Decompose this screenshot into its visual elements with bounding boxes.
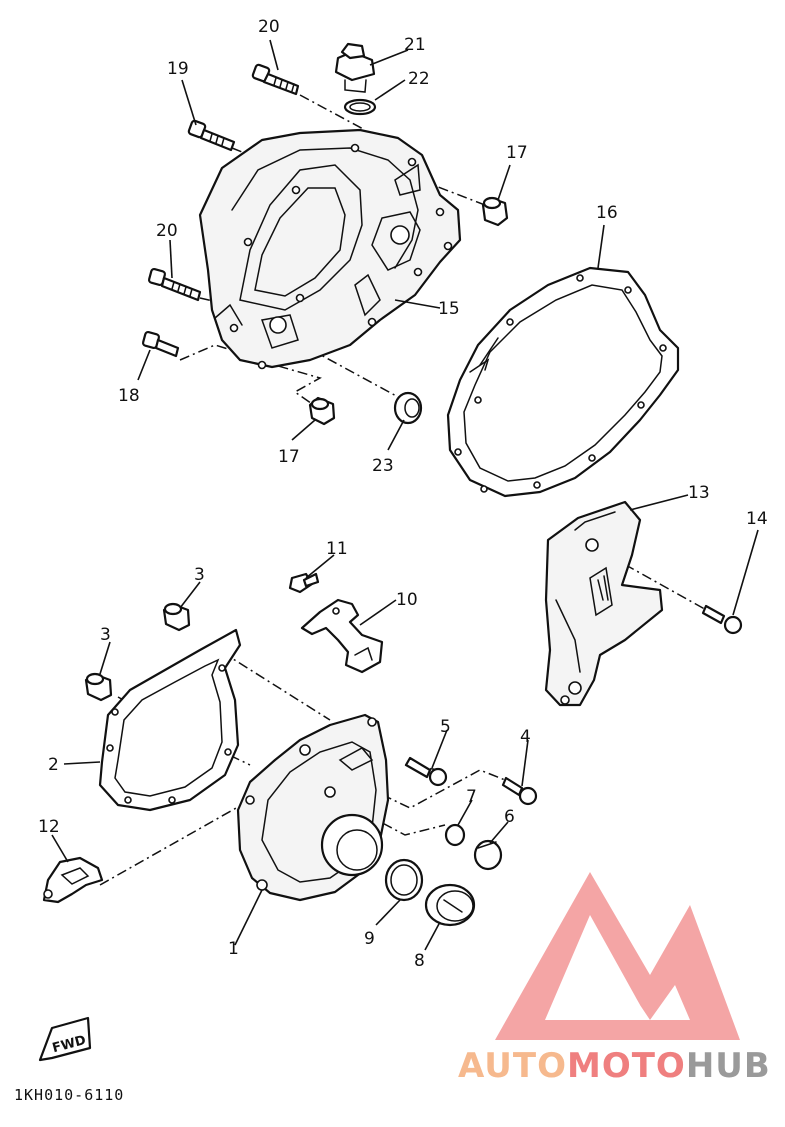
crankcase-cover-15 [198, 128, 462, 370]
callout-10: 10 [396, 590, 418, 610]
sprocket-cover-13 [544, 500, 664, 707]
plug-8 [424, 883, 476, 927]
oil-seal-23 [393, 391, 423, 425]
callout-21: 21 [404, 35, 426, 55]
callout-3-upper: 3 [194, 565, 205, 585]
gasket-2 [98, 628, 242, 812]
callout-17-top: 17 [506, 143, 528, 163]
callout-12: 12 [38, 817, 60, 837]
callout-18: 18 [118, 386, 140, 406]
callout-8: 8 [414, 951, 425, 971]
bracket-10 [300, 598, 384, 674]
watermark-text-moto: MOTO [567, 1046, 686, 1086]
callout-3-lower: 3 [100, 625, 111, 645]
svg-text:AUTOMOTOHUB: AUTOMOTOHUB [458, 1046, 771, 1086]
callout-16: 16 [596, 203, 618, 223]
callout-19: 19 [167, 59, 189, 79]
callout-11: 11 [326, 539, 348, 559]
dowel-pin-3-upper [162, 602, 191, 632]
watermark-text-hub: HUB [686, 1046, 771, 1086]
callout-14: 14 [746, 509, 768, 529]
bracket-12 [42, 856, 104, 904]
dowel-pin-3-lower [84, 672, 113, 702]
screw-14 [701, 604, 743, 635]
callout-20-middle: 20 [156, 221, 178, 241]
bolt-20-middle [148, 268, 202, 302]
crankcase-cover-1 [236, 713, 390, 902]
diagram-code: 1KH010-6110 [14, 1086, 124, 1104]
callout-9: 9 [364, 929, 375, 949]
callout-5: 5 [440, 717, 451, 737]
plug-6 [473, 839, 503, 871]
bolt-18 [142, 331, 180, 358]
dowel-pin-17-top [481, 196, 509, 227]
callout-22: 22 [408, 69, 430, 89]
cover-bolt-holes [229, 143, 453, 370]
bolt-19 [187, 119, 236, 152]
callout-13: 13 [688, 483, 710, 503]
watermark-inner-g [560, 945, 640, 1005]
fwd-arrow: FWD [38, 1016, 92, 1062]
dowel-pin-17-bottom [308, 396, 336, 426]
callout-labels: 20 21 22 19 17 16 20 15 18 17 23 13 14 1… [38, 17, 768, 971]
o-ring-22 [343, 98, 377, 116]
watermark-text-auto: AUTO [458, 1046, 567, 1086]
watermark-logo: AUTOMOTOHUB [458, 872, 771, 1086]
callout-1: 1 [228, 939, 239, 959]
screw-4 [501, 776, 538, 806]
leader-lines [51, 39, 759, 951]
callout-6: 6 [504, 807, 515, 827]
callout-7: 7 [466, 787, 477, 807]
callout-15: 15 [438, 299, 460, 319]
screw-11 [288, 572, 320, 594]
callout-4: 4 [520, 727, 531, 747]
watermark-triangle-mark [495, 872, 740, 1040]
screw-5 [404, 756, 448, 787]
oil-filler-plug-21 [334, 42, 376, 93]
callout-2: 2 [48, 755, 59, 775]
callout-20-top: 20 [258, 17, 280, 37]
o-ring-7 [444, 823, 466, 847]
callout-17-bottom: 17 [278, 447, 300, 467]
o-ring-9 [384, 858, 424, 902]
bolt-20-top [251, 63, 300, 96]
gasket-16 [446, 266, 680, 498]
callout-23: 23 [372, 456, 394, 476]
